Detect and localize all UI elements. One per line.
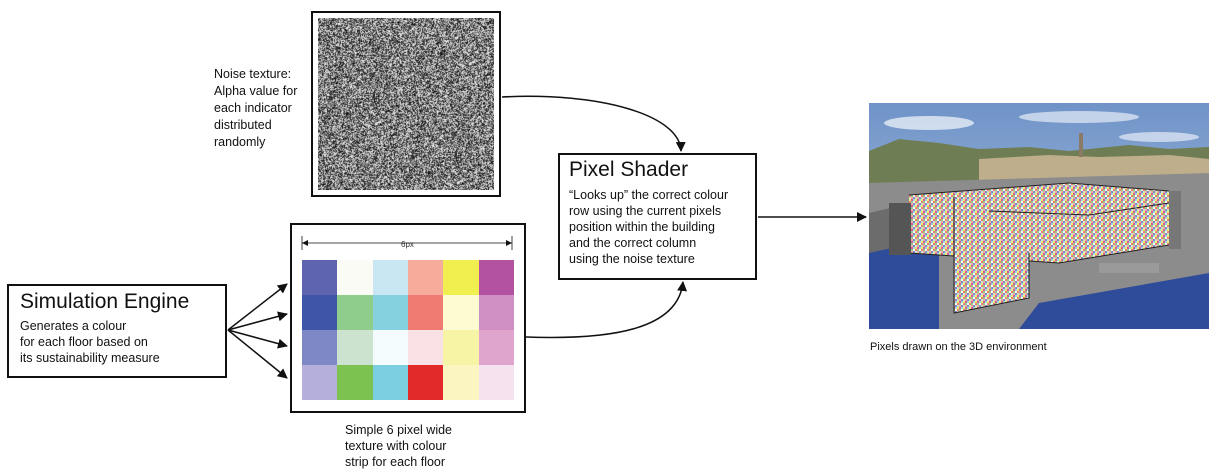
texture-cell <box>372 365 408 400</box>
texture-cell <box>443 295 479 330</box>
arrow-noise-to-shader <box>501 95 686 152</box>
simulation-engine-box: Simulation Engine Generates a colour for… <box>7 284 227 378</box>
texture-cell <box>372 330 408 365</box>
noise-texture-box <box>311 11 501 197</box>
pixel-shader-title: Pixel Shader <box>569 158 689 181</box>
texture-cell <box>302 330 338 365</box>
simulation-engine-line-2: for each floor based on <box>20 335 148 349</box>
pixel-shader-line-2: row using the current pixels <box>569 204 722 218</box>
noise-caption-line-2: Alpha value for <box>214 84 298 98</box>
texture-cell <box>407 260 444 295</box>
noise-caption-line-1: Noise texture: <box>214 67 292 81</box>
texture-caption-line-1: Simple 6 pixel wide <box>345 423 452 437</box>
pixel-shader-line-1: “Looks up” the correct colour <box>569 188 729 202</box>
simulation-engine-title: Simulation Engine <box>20 290 190 313</box>
simulation-engine-line-3: its sustainability measure <box>20 351 160 365</box>
pixel-shader-box: Pixel Shader “Looks up” the correct colo… <box>558 153 757 280</box>
texture-cell <box>478 330 514 365</box>
texture-cell <box>478 295 514 330</box>
pixel-shader-line-4: and the correct column <box>569 236 697 250</box>
texture-caption-line-3: strip for each floor <box>345 455 446 469</box>
color-texture-grid <box>302 260 514 400</box>
texture-cell <box>443 260 479 295</box>
texture-cell <box>443 330 479 365</box>
noise-texture-caption: Noise texture: Alpha value for each indi… <box>214 66 297 151</box>
texture-cell <box>372 260 408 295</box>
simulation-engine-line-1: Generates a colour <box>20 319 127 333</box>
width-label: 6px <box>400 240 415 249</box>
texture-cell <box>443 365 479 400</box>
arrow-engine-row-1 <box>227 283 288 331</box>
noise-texture-image <box>318 18 494 190</box>
texture-cell <box>337 295 373 330</box>
texture-cell <box>302 365 338 400</box>
pixel-shader-line-3: position within the building <box>569 220 715 234</box>
texture-cell <box>337 365 373 400</box>
texture-cell <box>407 330 444 365</box>
render-caption: Pixels drawn on the 3D environment <box>870 341 1047 353</box>
rendered-3d-environment <box>869 103 1209 329</box>
texture-cell <box>372 295 408 330</box>
pixel-shader-line-5: using the noise texture <box>569 252 695 266</box>
texture-cell <box>302 260 338 295</box>
noise-caption-line-5: randomly <box>214 135 266 149</box>
texture-cell <box>337 260 373 295</box>
color-texture-box: 6px <box>290 223 526 413</box>
arrow-texture-to-shader <box>525 281 688 339</box>
arrow-engine-row-4 <box>227 329 288 379</box>
texture-caption: Simple 6 pixel wide texture with colour … <box>345 422 452 470</box>
arrow-engine-row-3 <box>227 329 288 349</box>
texture-cell <box>478 365 514 400</box>
texture-cell <box>337 330 373 365</box>
texture-cell <box>407 295 444 330</box>
texture-caption-line-2: texture with colour <box>345 439 447 453</box>
arrow-engine-row-2 <box>227 311 288 331</box>
noise-caption-line-3: each indicator <box>214 101 292 115</box>
texture-cell <box>478 260 514 295</box>
texture-cell <box>407 365 444 400</box>
noise-caption-line-4: distributed <box>214 118 272 132</box>
city-render-image <box>869 103 1209 329</box>
texture-cell <box>302 295 338 330</box>
